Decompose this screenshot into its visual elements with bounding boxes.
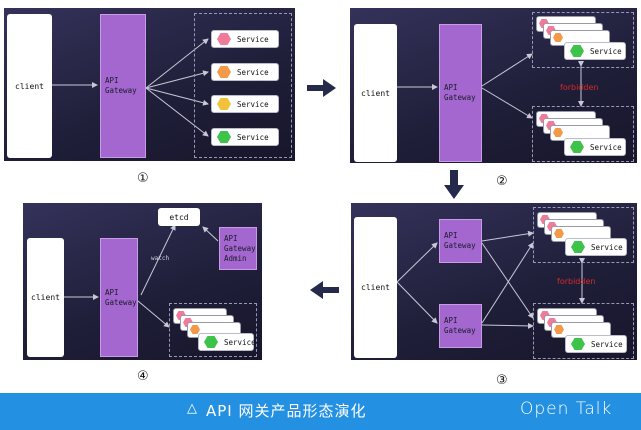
client-box: client xyxy=(27,238,64,357)
client-label: client xyxy=(15,81,44,91)
service-box: Service xyxy=(565,335,627,353)
hexagon-icon xyxy=(204,336,218,348)
client-box: client xyxy=(7,14,52,158)
service-box: Service xyxy=(211,95,279,113)
forbidden-label: forbidden xyxy=(557,277,596,286)
arrow-right-icon xyxy=(307,79,336,97)
service-cluster-bottom xyxy=(533,303,634,359)
gateway-label-line1: API xyxy=(105,287,119,297)
service-cluster-bottom xyxy=(532,106,634,162)
service-label: Service xyxy=(237,132,269,142)
hexagon-icon xyxy=(554,325,564,334)
service-box: Service xyxy=(564,138,626,156)
gateway-label-line2: Gateway xyxy=(444,326,476,335)
triangle-icon: △ xyxy=(187,401,197,416)
hexagon-icon xyxy=(217,131,231,143)
service-label: Service xyxy=(590,142,622,152)
hexagon-icon xyxy=(570,141,584,153)
gateway-label-line2: Gateway xyxy=(444,241,476,250)
panel-4-arrows xyxy=(64,224,219,328)
service-cluster-top xyxy=(532,12,634,68)
arrow-down-icon xyxy=(444,170,464,199)
service-label: Service xyxy=(237,67,269,77)
gateway-label-line1: API xyxy=(105,76,119,85)
panel-2-arrows xyxy=(397,53,584,119)
service-box: Service xyxy=(565,238,627,256)
gateway-label-line1: API xyxy=(444,316,458,325)
service-box: Service xyxy=(564,42,626,60)
hexagon-icon xyxy=(217,33,231,45)
footer-title: API 网关产品形态演化 xyxy=(206,402,367,420)
client-label: client xyxy=(31,293,60,302)
arrow-left-icon xyxy=(310,281,339,299)
gateway-label-line2: Gateway xyxy=(444,93,476,102)
step-number-2: ② xyxy=(496,174,508,189)
etcd-box: etcd xyxy=(158,208,200,226)
brand-logo: Open Talk xyxy=(520,399,613,419)
panel-3-arrows xyxy=(396,230,585,329)
hexagon-icon xyxy=(190,325,200,334)
step-number-1: ① xyxy=(137,171,149,186)
panel-1-arrows xyxy=(52,38,209,137)
gateway-label-line2: Gateway xyxy=(105,86,137,95)
hexagon-icon xyxy=(217,66,231,78)
etcd-label: etcd xyxy=(169,212,189,222)
client-label: client xyxy=(361,283,390,292)
hexagon-icon xyxy=(571,338,585,350)
hexagon-icon xyxy=(553,33,563,42)
service-box: Service xyxy=(211,63,279,81)
client-box: client xyxy=(354,24,397,162)
hexagon-icon xyxy=(554,229,564,238)
hexagon-icon xyxy=(570,45,584,57)
service-label: Service xyxy=(591,339,623,349)
admin-label-line2: Gateway xyxy=(224,243,256,253)
service-group xyxy=(194,13,292,158)
service-cluster xyxy=(169,303,257,357)
footer-bar: △ API 网关产品形态演化 Open Talk xyxy=(0,393,641,430)
service-label: Service xyxy=(224,337,256,347)
hexagon-icon xyxy=(553,128,563,137)
service-box: Service xyxy=(211,30,279,48)
service-cluster-top xyxy=(533,207,634,263)
service-label: Service xyxy=(590,46,622,56)
service-label: Service xyxy=(237,99,269,109)
admin-label-line3: Admin xyxy=(224,253,247,263)
hexagon-icon xyxy=(571,241,585,253)
step-number-3: ③ xyxy=(496,373,508,388)
admin-label-line1: API xyxy=(224,233,238,243)
gateway-label-line2: Gateway xyxy=(105,297,137,307)
client-box: client xyxy=(354,217,397,358)
service-label: Service xyxy=(591,242,623,252)
gateway-label-line1: API xyxy=(444,231,458,240)
client-label: client xyxy=(361,88,390,98)
gateway-label-line1: API xyxy=(444,83,458,92)
hexagon-icon xyxy=(217,98,231,110)
service-box: Service xyxy=(198,333,256,351)
watch-label: watch xyxy=(151,255,170,262)
service-box: Service xyxy=(211,128,279,146)
step-number-4: ④ xyxy=(137,369,149,384)
service-label: Service xyxy=(237,34,269,44)
forbidden-label: forbidden xyxy=(560,83,599,92)
